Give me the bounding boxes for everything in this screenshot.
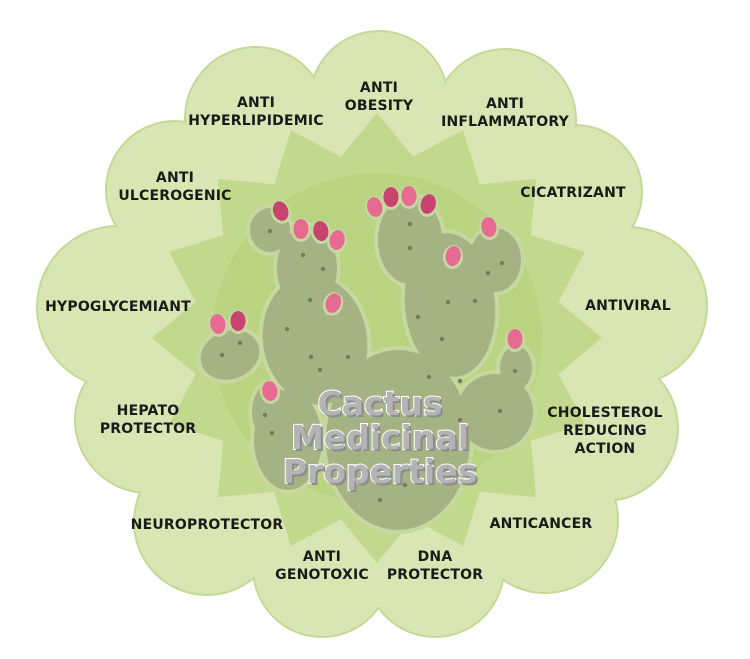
label-hepato-protector: HEPATO PROTECTOR — [99, 403, 197, 437]
cactus-fruit — [228, 310, 248, 334]
label-anti-ulcerogenic: ANTI ULCEROGENIC — [118, 170, 232, 204]
cactus-fruit-body — [325, 293, 342, 313]
cactus-spine-dot — [407, 245, 413, 251]
cactus-fruit-body — [262, 381, 278, 401]
cactus-spine-dot — [457, 378, 463, 384]
cactus-fruit-body — [401, 186, 417, 206]
cactus-spine-dot — [308, 354, 314, 360]
label-cicatrizant: CICATRIZANT — [520, 185, 626, 201]
cactus-spine-dot — [267, 228, 273, 234]
cactus-fruit — [326, 229, 348, 253]
cactus-fruit-body — [230, 311, 246, 331]
cactus-spine-dot — [300, 252, 306, 258]
cactus-spine-dot — [407, 221, 413, 227]
cactus-fruit — [207, 313, 229, 337]
cactus-spine-dot — [472, 298, 478, 304]
label-neuroprotector: NEUROPROTECTOR — [130, 517, 284, 533]
label-anti-inflammatory: ANTI INFLAMMATORY — [441, 96, 569, 130]
cactus-spine-dot — [262, 412, 268, 418]
label-antiviral: ANTIVIRAL — [585, 298, 671, 314]
label-dna-protector: DNA PROTECTOR — [386, 549, 484, 583]
cactus-illustration — [196, 185, 537, 534]
diagram-title: Cactus Medicinal Properties — [282, 384, 479, 491]
label-anti-hyperlipidemic: ANTI HYPERLIPIDEMIC — [188, 95, 324, 129]
cactus-fruit-body — [210, 314, 226, 334]
cactus-spine-dot — [377, 497, 383, 503]
cactus-spine-dot — [237, 340, 243, 346]
cactus-pad — [457, 374, 533, 450]
cactus-pad — [469, 228, 521, 292]
cactus-pad — [378, 196, 442, 284]
cactus-fruit — [364, 196, 386, 220]
cactus-spine-dot — [219, 352, 225, 358]
cactus-fruit-body — [367, 197, 383, 217]
cactus-pad — [326, 350, 470, 530]
cactus-fruit — [381, 186, 401, 210]
label-hypoglycemiant: HYPOGLYCEMIANT — [45, 299, 191, 315]
cactus-spine-dot — [426, 374, 432, 380]
cactus-fruit-body — [445, 246, 461, 266]
cactus-fruit — [310, 220, 332, 244]
cactus-fruit — [505, 328, 525, 352]
cactus-spine-dot — [402, 482, 408, 488]
cactus-fruit-body — [272, 201, 289, 221]
cactus-pad — [277, 226, 337, 310]
cactus-fruit — [442, 245, 464, 269]
label-anti-genotoxic: ANTI GENOTOXIC — [275, 549, 369, 583]
cactus-fruit — [417, 193, 439, 217]
cactus-fruit — [291, 218, 311, 242]
cactus-pad — [500, 346, 532, 390]
cactus-fruit — [322, 292, 344, 316]
cactus-spine-dot — [457, 417, 463, 423]
label-anti-obesity: ANTI OBESITY — [344, 80, 414, 114]
cactus-fruit — [259, 380, 281, 404]
cactus-fruit — [478, 216, 500, 240]
cactus-fruit — [399, 185, 419, 209]
cactus-fruit-body — [507, 329, 523, 349]
cactus-fruit-body — [420, 194, 436, 214]
cactus-spine-dot — [499, 260, 505, 266]
cactus-fruit-body — [313, 221, 329, 241]
cactus-spine-dot — [445, 299, 451, 305]
cactus-spine-dot — [439, 336, 445, 342]
label-cholesterol-reducing-action: CHOLESTEROL REDUCING ACTION — [547, 405, 663, 457]
cactus-spine-dot — [497, 408, 503, 414]
cactus-spine-dot — [320, 266, 326, 272]
cactus-spine-dot — [415, 314, 421, 320]
cactus-spine-dot — [485, 270, 491, 276]
label-anticancer: ANTICANCER — [489, 516, 593, 532]
cactus-spine-dot — [345, 354, 351, 360]
cactus-fruit-body — [383, 187, 399, 207]
cactus-fruit-body — [481, 217, 497, 237]
cactus-fruit-body — [329, 230, 345, 250]
cactus-spine-dot — [317, 367, 323, 373]
cactus-fruit — [270, 200, 292, 224]
cactus-spine-dot — [284, 326, 290, 332]
cactus-spine-dot — [269, 430, 275, 436]
cactus-pad — [200, 330, 260, 380]
cactus-spine-dot — [512, 368, 518, 374]
cactus-fruit-body — [293, 219, 309, 239]
cactus-spine-dot — [347, 467, 353, 473]
cactus-spine-dot — [307, 297, 313, 303]
